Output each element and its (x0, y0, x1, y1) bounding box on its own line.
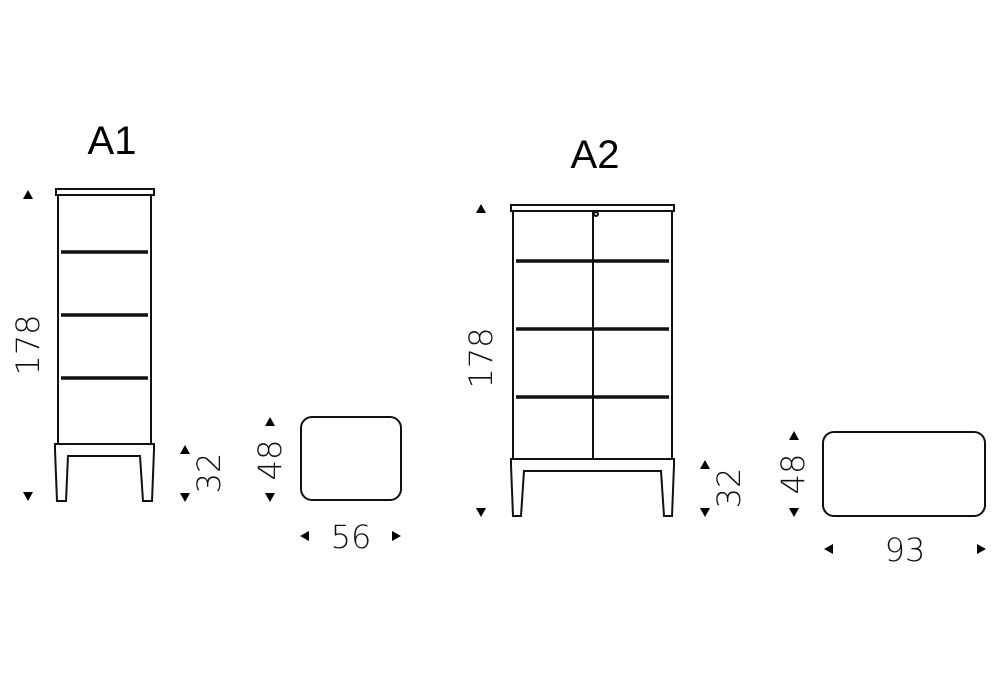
a1-height-label: 178 (9, 314, 47, 375)
arrow-up-icon (265, 417, 275, 426)
arrow-up-icon (700, 460, 710, 469)
arrow-down-icon (180, 493, 190, 502)
a2-height-label: 178 (462, 327, 500, 388)
a1-front-elevation (54, 188, 155, 502)
arrow-up-icon (180, 445, 190, 454)
arrow-down-icon (265, 493, 275, 502)
a1-base-legs (54, 443, 155, 502)
a2-plan-view (822, 431, 986, 517)
model-a1: A1 178 32 48 56 (9, 119, 402, 556)
a2-front-elevation (510, 204, 675, 517)
a1-leg-height-label: 32 (190, 453, 228, 494)
arrow-up-icon (789, 431, 799, 440)
a2-leg-height-label: 32 (710, 468, 748, 509)
a1-plan-view (300, 416, 402, 501)
arrow-up-icon (476, 204, 486, 213)
a1-width-label: 56 (331, 518, 372, 556)
arrow-right-icon (977, 544, 986, 554)
a1-depth-label: 48 (251, 440, 289, 481)
model-a2-title: A2 (571, 133, 620, 177)
arrow-up-icon (23, 190, 33, 199)
model-a1-title: A1 (88, 119, 137, 163)
a2-width-label: 93 (885, 531, 926, 569)
a1-top-cap (55, 188, 155, 196)
arrow-left-icon (300, 531, 309, 541)
a2-depth-label: 48 (774, 454, 812, 495)
a2-top-cap (510, 204, 675, 212)
a2-lock-icon (593, 211, 599, 217)
arrow-down-icon (700, 508, 710, 517)
a2-base-legs (510, 458, 675, 517)
arrow-down-icon (23, 492, 33, 501)
arrow-down-icon (476, 508, 486, 517)
arrow-down-icon (789, 508, 799, 517)
arrow-left-icon (824, 544, 833, 554)
arrow-right-icon (392, 531, 401, 541)
model-a2: A2 178 32 48 93 (462, 133, 986, 569)
